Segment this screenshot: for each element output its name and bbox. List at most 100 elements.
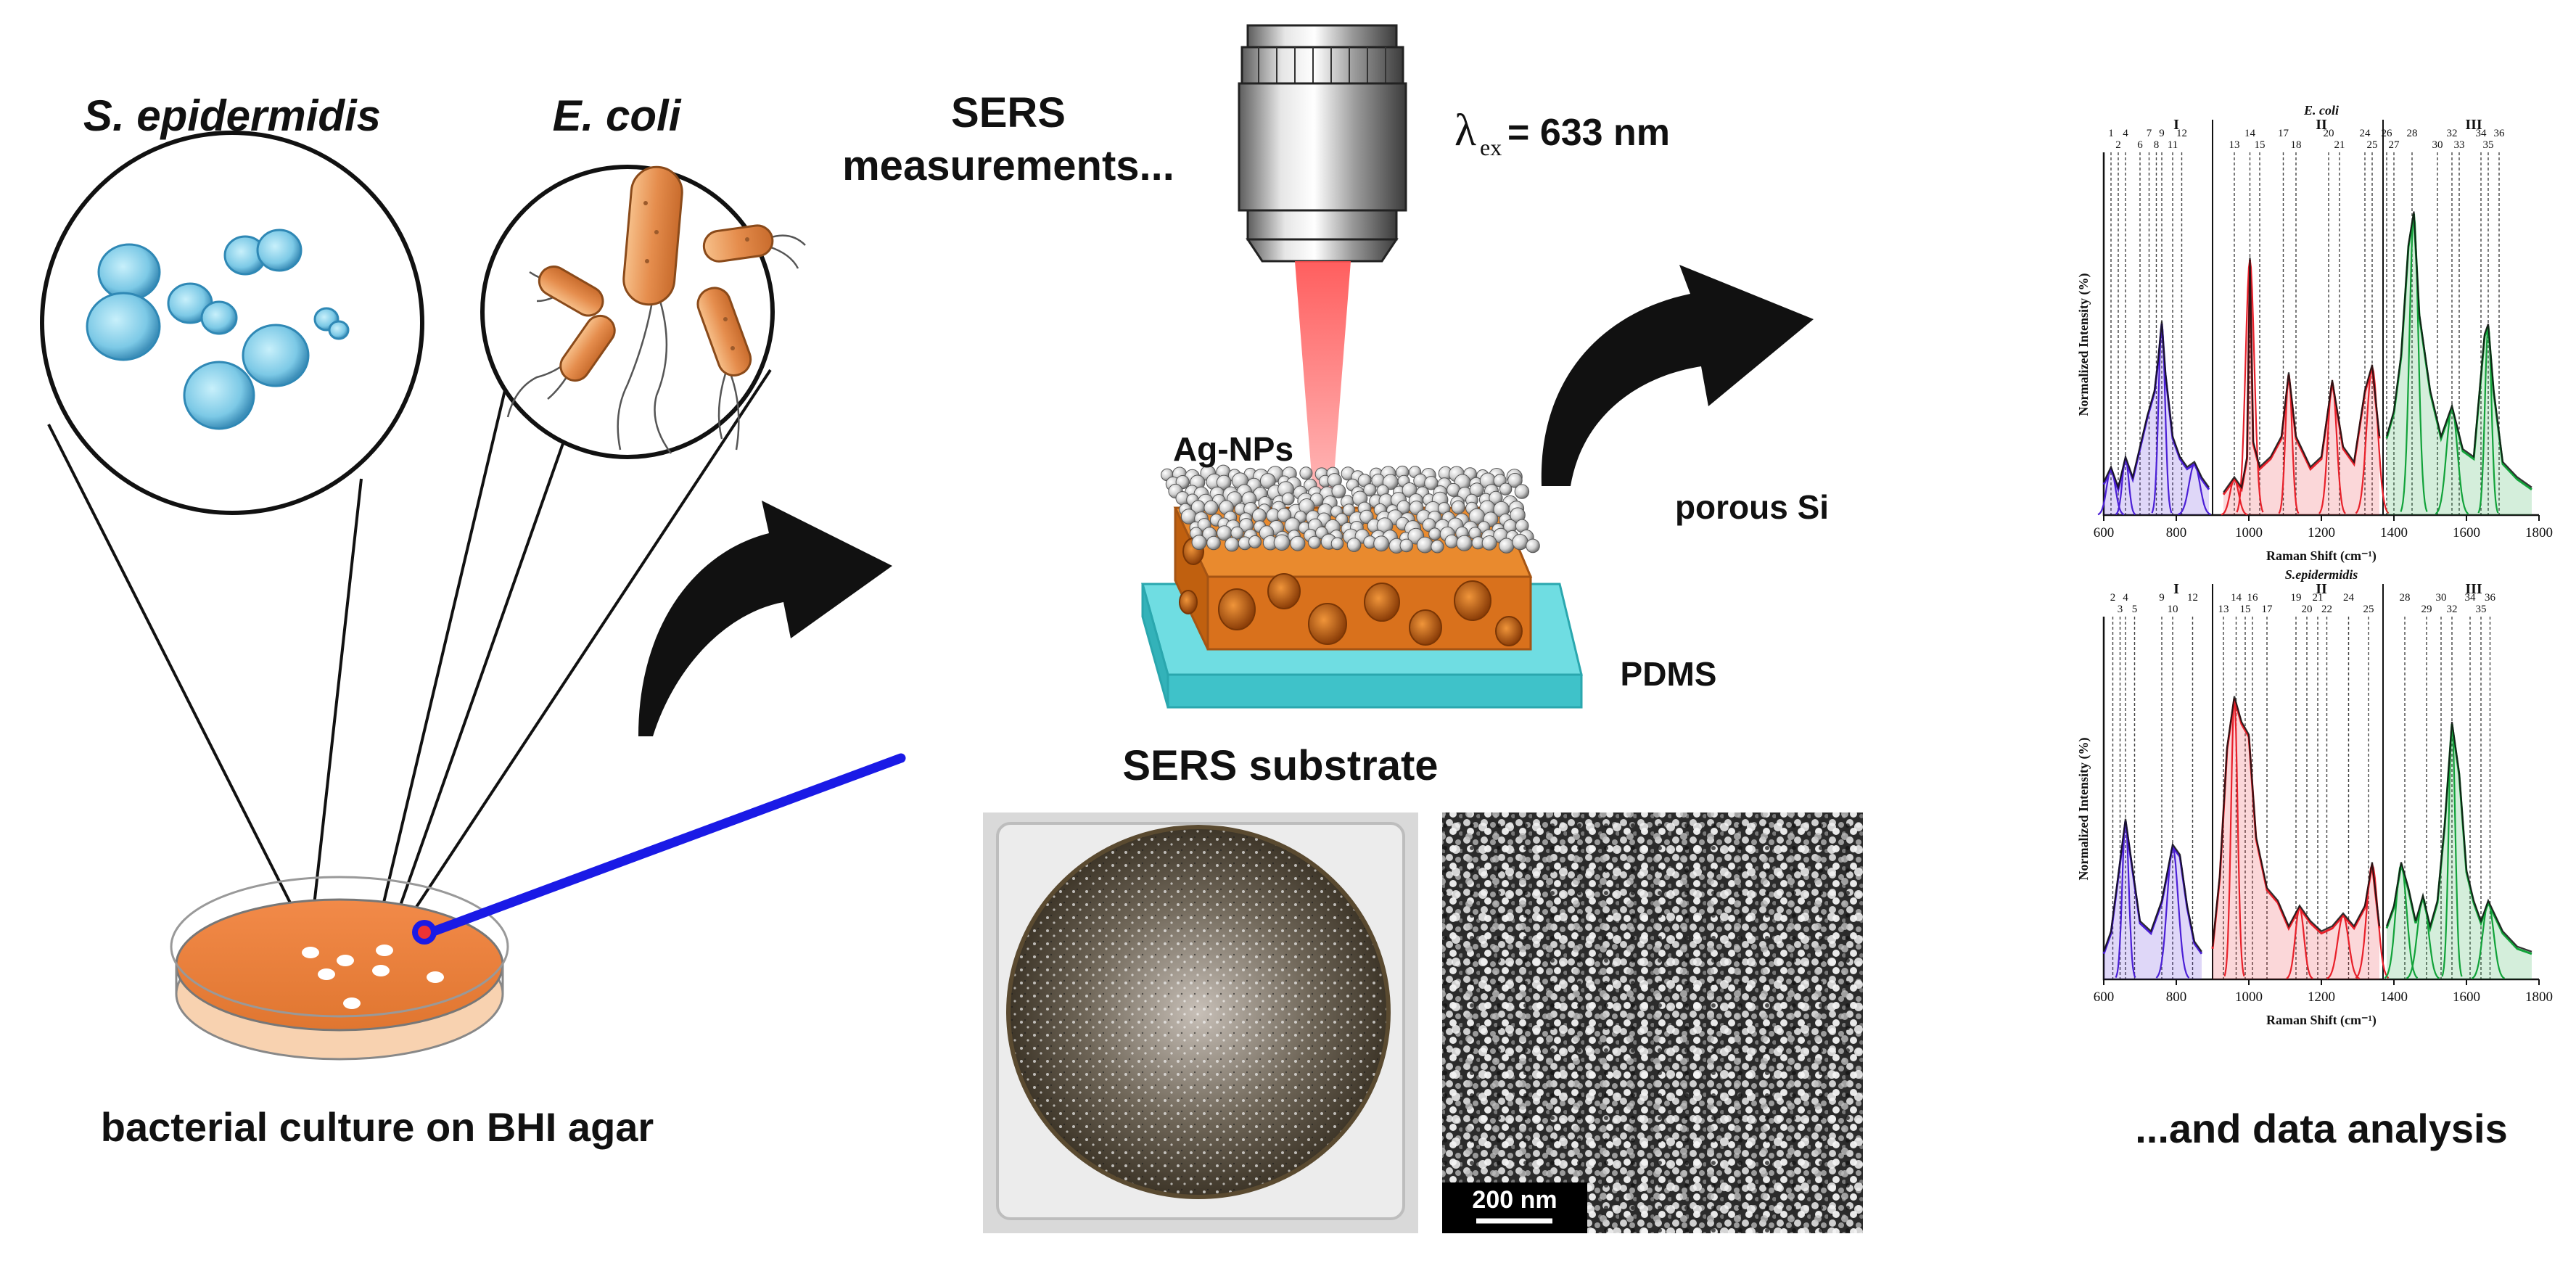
ag-nanoparticle (1499, 538, 1515, 554)
objective-lens (1238, 24, 1407, 263)
ag-nanoparticle (1251, 508, 1267, 523)
ag-nanoparticle (1399, 538, 1414, 553)
band-number: 19 (2291, 592, 2302, 604)
ag-nanoparticle (1281, 492, 1295, 506)
x-tick-label: 1600 (2453, 525, 2480, 540)
band-number: 15 (2255, 139, 2266, 151)
series-area (2104, 820, 2202, 979)
y-axis-label: Normalized Intensity (%) (2076, 273, 2091, 416)
band-number: 5 (2132, 604, 2138, 615)
band-number: 14 (2244, 128, 2256, 139)
band-number: 9 (2159, 128, 2165, 139)
band-number: 10 (2168, 604, 2178, 615)
ag-nanoparticle (1342, 503, 1356, 517)
ag-nanoparticle (1277, 508, 1292, 522)
ag-nanoparticle (1526, 538, 1540, 554)
band-number: 33 (2454, 139, 2465, 151)
ag-nanoparticle (1481, 535, 1497, 551)
ag-nanoparticle (1373, 535, 1389, 552)
band-number: 12 (2176, 128, 2187, 139)
scale-bar-label: 200 nm (1472, 1186, 1557, 1214)
data-analysis-label: ...and data analysis (2135, 1106, 2508, 1151)
x-tick-label: 1000 (2235, 525, 2263, 540)
sers-measurements-line2: measurements... (842, 142, 1174, 189)
petri-dish (170, 876, 509, 1061)
band-number: 14 (2231, 592, 2242, 604)
band-number: 25 (2367, 139, 2378, 151)
band-number: 21 (2334, 139, 2345, 151)
pdms-label: PDMS (1621, 655, 1717, 693)
ag-nanoparticle (1363, 483, 1377, 497)
spectrum-envelope (2102, 818, 2202, 953)
y-axis-label: Normalized Intensity (%) (2076, 738, 2091, 881)
curved-arrow-left (638, 501, 892, 736)
band-number: 36 (2485, 592, 2496, 604)
e-coli-label: E. coli (553, 91, 682, 140)
ag-nanoparticle (1330, 537, 1344, 551)
ag-nanoparticle (1273, 534, 1291, 551)
band-number: 15 (2240, 604, 2251, 615)
band-number: 11 (2168, 139, 2178, 151)
ag-nanoparticle (1259, 473, 1276, 489)
x-tick-label: 1800 (2525, 990, 2553, 1005)
band-number: 4 (2123, 592, 2128, 604)
region-label: III (2465, 117, 2482, 133)
ag-nanoparticle (1206, 535, 1221, 551)
x-tick-label: 1800 (2525, 525, 2553, 540)
band-number: 21 (2313, 592, 2324, 604)
rod-bacteria (506, 165, 806, 454)
chart-title: E. coli (2303, 103, 2339, 118)
x-tick-label: 1400 (2380, 990, 2408, 1005)
ag-nanoparticle (1417, 536, 1433, 554)
x-tick-label: 1600 (2453, 990, 2480, 1005)
ag-nanoparticle (1203, 500, 1219, 516)
x-tick-label: 800 (2166, 525, 2187, 540)
ag-nanoparticle (1225, 537, 1240, 552)
x-tick-label: 1400 (2380, 525, 2408, 540)
ag-nanoparticle (1299, 466, 1313, 480)
x-tick-label: 1200 (2308, 525, 2335, 540)
ag-nanoparticle (1431, 540, 1444, 554)
region-label: II (2316, 581, 2327, 597)
ag-nanoparticle (1346, 538, 1362, 552)
band-number: 32 (2447, 128, 2458, 139)
inoculation-loop (412, 753, 906, 945)
band-number: 17 (2278, 128, 2289, 139)
sers-substrate-block (1141, 464, 1583, 709)
ag-nanoparticle (1499, 482, 1513, 495)
ag-nanoparticle (1451, 500, 1465, 514)
region-label: I (2173, 581, 2179, 597)
band-number: 34 (2476, 128, 2487, 139)
x-tick-label: 1200 (2308, 990, 2335, 1005)
substrate-photo (983, 812, 1418, 1233)
lambda-subscript: ex (1480, 134, 1502, 160)
band-number: 34 (2465, 592, 2477, 604)
band-number: 12 (2187, 592, 2198, 604)
band-number: 13 (2229, 139, 2240, 151)
band-number: 8 (2154, 139, 2160, 151)
ag-nanoparticle (1230, 526, 1244, 540)
band-number: 9 (2159, 592, 2165, 604)
x-tick-label: 600 (2094, 525, 2115, 540)
band-number: 35 (2476, 604, 2487, 615)
culture-label: bacterial culture on BHI agar (101, 1104, 654, 1150)
band-number: 27 (2389, 139, 2400, 151)
x-tick-label: 600 (2094, 990, 2115, 1005)
x-tick-label: 800 (2166, 990, 2187, 1005)
band-number: 7 (2147, 128, 2152, 139)
ag-nanoparticle (1507, 472, 1523, 488)
ag-nanoparticle (1444, 534, 1459, 548)
region-label: I (2173, 117, 2179, 133)
band-number: 28 (2407, 128, 2418, 139)
band-number: 26 (2382, 128, 2393, 139)
band-number: 13 (2218, 604, 2229, 615)
ag-nanoparticle (1514, 484, 1530, 499)
sem-image: 200 nm (1442, 812, 1863, 1233)
sers-substrate-label: SERS substrate (1122, 742, 1438, 789)
spectrum-envelope (2385, 721, 2532, 953)
ag-nanoparticle (1359, 509, 1374, 524)
x-tick-label: 1000 (2235, 990, 2263, 1005)
series-area (2223, 260, 2379, 515)
